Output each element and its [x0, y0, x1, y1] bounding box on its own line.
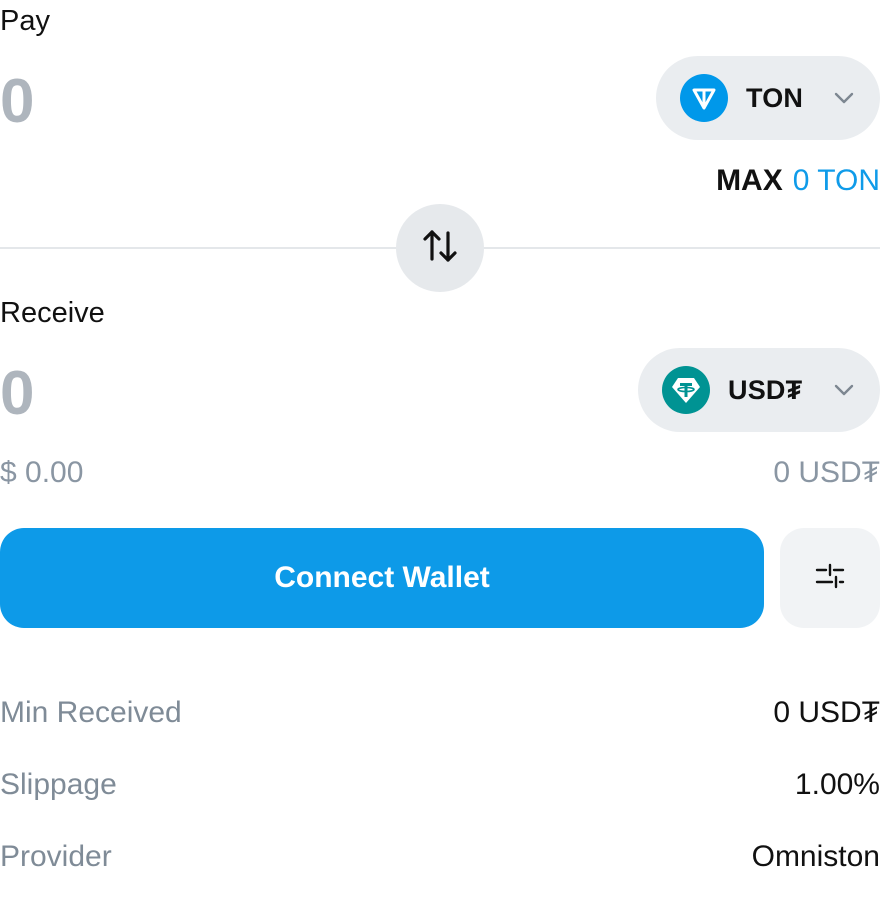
swap-direction-button[interactable] — [396, 204, 484, 292]
receive-amount-input[interactable] — [0, 358, 380, 429]
detail-label: Slippage — [0, 768, 117, 801]
tether-logo-icon — [662, 366, 710, 414]
receive-token-name: USD₮ — [728, 374, 803, 405]
connect-wallet-button[interactable]: Connect Wallet — [0, 528, 764, 628]
detail-value: 0 USD₮ — [773, 696, 880, 729]
chevron-down-icon — [832, 378, 856, 402]
detail-row-provider: Provider Omniston — [0, 842, 880, 872]
max-balance[interactable]: MAX 0 TON — [716, 166, 880, 196]
ton-logo-icon — [680, 74, 728, 122]
pay-label: Pay — [0, 5, 50, 37]
sliders-icon — [814, 562, 846, 595]
detail-value[interactable]: 1.00% — [794, 768, 880, 801]
swap-settings-button[interactable] — [780, 528, 880, 628]
receive-token-selector[interactable]: USD₮ — [638, 348, 880, 432]
receive-balance-value: 0 USD₮ — [773, 456, 880, 489]
pay-token-selector[interactable]: TON — [656, 56, 880, 140]
detail-value: Omniston — [751, 840, 880, 873]
receive-fiat-value: $ 0.00 — [0, 456, 84, 489]
chevron-down-icon — [832, 86, 856, 110]
detail-label: Min Received — [0, 696, 182, 729]
pay-amount-input[interactable] — [0, 66, 380, 137]
pay-token-name: TON — [746, 82, 804, 113]
receive-label: Receive — [0, 297, 105, 329]
detail-label: Provider — [0, 840, 112, 873]
detail-row-slippage: Slippage 1.00% — [0, 770, 880, 800]
max-value[interactable]: 0 TON — [792, 164, 880, 197]
detail-row-min-received: Min Received 0 USD₮ — [0, 698, 880, 728]
swap-arrows-icon — [419, 225, 461, 272]
max-label[interactable]: MAX — [716, 164, 783, 197]
